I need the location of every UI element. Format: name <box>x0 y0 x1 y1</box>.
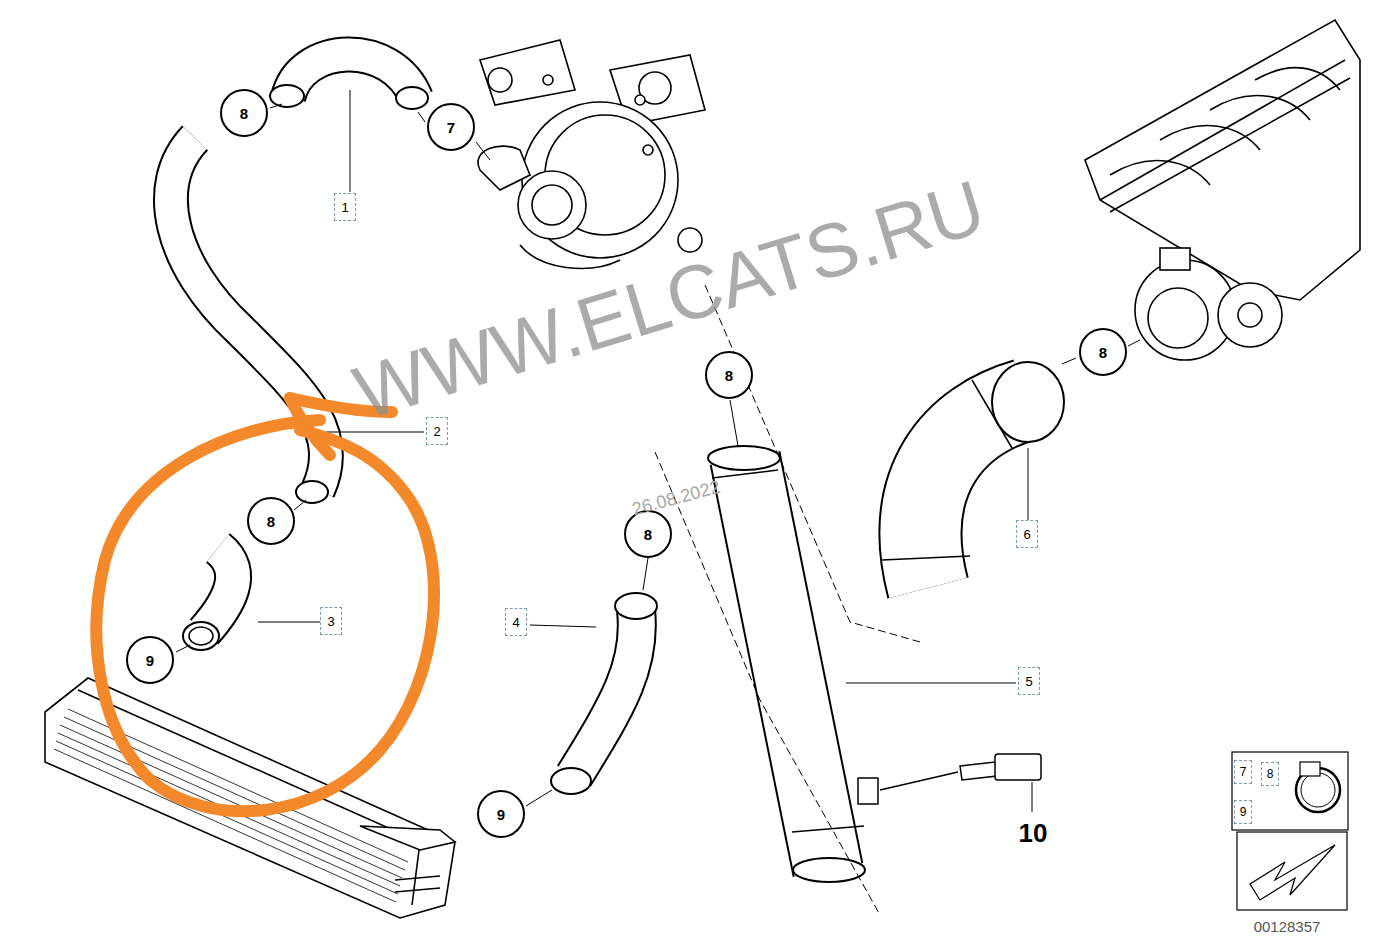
callout-circle: 8 <box>1079 328 1127 376</box>
callout-number: 8 <box>267 514 275 529</box>
callout-number: 5 <box>1025 675 1032 688</box>
date-stamp: 26.08.2022 <box>630 478 722 519</box>
part-number-box: 5 <box>1018 667 1040 695</box>
callout-circle: 9 <box>126 636 174 684</box>
part-number-box: 7 <box>1234 760 1252 784</box>
callout-number: 9 <box>146 653 154 668</box>
callout-number: 8 <box>1267 768 1274 780</box>
callout-circle: 8 <box>624 510 672 558</box>
callout-number: 7 <box>1240 766 1247 778</box>
sensor-symbol <box>880 754 1041 790</box>
callout-circle: 8 <box>705 351 753 399</box>
callout-number: 10 <box>1019 820 1048 846</box>
callout-number: 8 <box>240 106 248 121</box>
callout-number: 1 <box>341 201 348 214</box>
intake-manifold <box>1085 20 1360 360</box>
callout-circle: 8 <box>247 497 295 545</box>
part-number-box: 4 <box>505 608 527 636</box>
callout-number: 7 <box>447 120 455 135</box>
callout-number: 4 <box>512 616 519 629</box>
part-number-box: 3 <box>320 607 342 635</box>
part-number-box: 6 <box>1016 520 1038 548</box>
callout-number: 8 <box>644 527 652 542</box>
callout-circle: 9 <box>477 790 525 838</box>
part-number-box: 2 <box>426 417 448 445</box>
watermark: WWW.ELCATS.RU <box>347 168 994 432</box>
callout-circle: 8 <box>220 89 268 137</box>
callout-number: 9 <box>1240 806 1247 818</box>
part-number-box: 9 <box>1234 800 1252 824</box>
callout-number: 6 <box>1023 528 1030 541</box>
highlight-annotation <box>96 398 434 811</box>
legend-panel <box>1232 752 1348 910</box>
callout-number: 2 <box>433 425 440 438</box>
callout-number: 3 <box>327 615 334 628</box>
turbocharger <box>478 40 705 268</box>
callout-circle: 7 <box>427 103 475 151</box>
part-number-box: 8 <box>1261 762 1279 786</box>
callout-number: 8 <box>1099 345 1107 360</box>
callout-number: 8 <box>725 368 733 383</box>
callout-number: 9 <box>497 807 505 822</box>
part-number-box: 1 <box>334 193 356 221</box>
hoses <box>171 54 1064 882</box>
diagram-id: 00128357 <box>1254 919 1321 934</box>
